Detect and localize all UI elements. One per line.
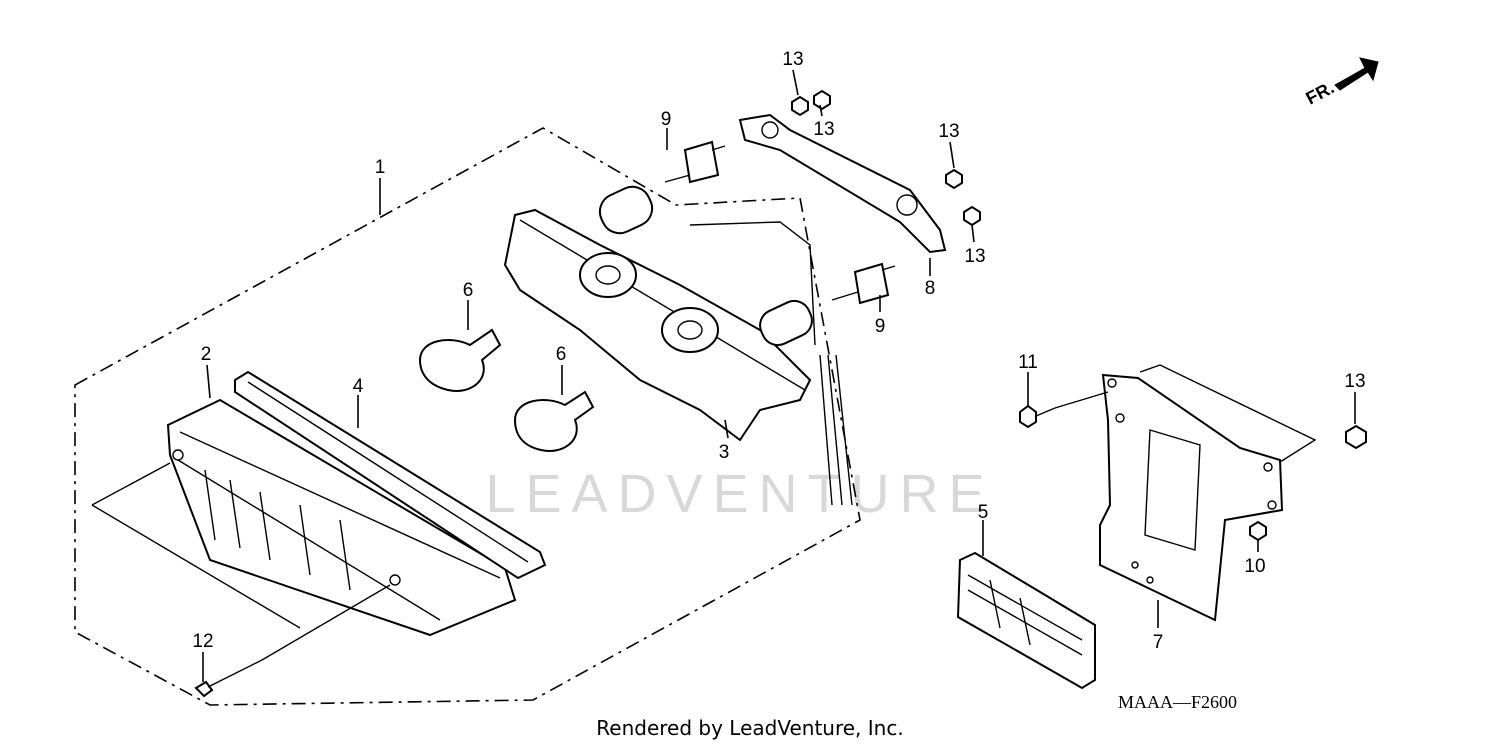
callout-5: 5: [978, 502, 989, 523]
nut-13-top-b[interactable]: [813, 89, 831, 111]
nut-13-right-a[interactable]: [945, 168, 963, 190]
license-bracket-part[interactable]: [1099, 373, 1284, 622]
base-part[interactable]: [503, 181, 853, 506]
callout-1: 1: [375, 157, 386, 178]
callout-3: 3: [719, 442, 730, 463]
callout-11: 11: [1018, 352, 1038, 373]
callout-2: 2: [201, 344, 212, 365]
leader-lines: [91, 69, 1356, 682]
nut-13-top-a[interactable]: [791, 95, 809, 117]
callout-12: 12: [192, 631, 213, 652]
stay-part[interactable]: [738, 113, 947, 254]
front-label: FR.: [1302, 77, 1337, 108]
screw-12[interactable]: [194, 659, 263, 698]
callout-9a: 9: [661, 109, 672, 130]
nut-13-right-b[interactable]: [963, 205, 981, 227]
grommet-b[interactable]: [831, 262, 896, 305]
diagram-code: MAAA—F2600: [1118, 692, 1237, 712]
render-credit: Rendered by LeadVenture, Inc.: [596, 716, 904, 740]
callout-13b: 13: [813, 119, 834, 140]
callout-labels: 1 2 4 3 5 6 6 7 8 9 9 10 11 12 13 13 13 …: [192, 49, 1365, 653]
bolt-11[interactable]: [1019, 404, 1056, 429]
front-direction-arrow: FR.: [1302, 57, 1379, 109]
callout-13c: 13: [938, 121, 959, 142]
seal-part[interactable]: [234, 370, 547, 580]
callout-10: 10: [1244, 556, 1265, 577]
callout-7: 7: [1153, 632, 1164, 653]
callout-13a: 13: [782, 49, 803, 70]
lens-part[interactable]: [166, 398, 517, 637]
callout-4: 4: [353, 376, 364, 397]
callout-8: 8: [925, 278, 936, 299]
watermark: LEADVENTURE: [485, 464, 994, 524]
callout-9b: 9: [875, 316, 886, 337]
assembly-boundary: [74, 127, 861, 706]
callout-6b: 6: [556, 344, 567, 365]
bulb-a[interactable]: [418, 328, 502, 392]
bulb-b[interactable]: [513, 390, 595, 452]
callout-13d: 13: [964, 246, 985, 267]
reflector-part[interactable]: [956, 551, 1096, 690]
nut-10[interactable]: [1249, 520, 1267, 542]
grommet-a[interactable]: [664, 140, 726, 184]
nut-13-bracket[interactable]: [1345, 424, 1367, 450]
callout-13e: 13: [1344, 371, 1365, 392]
callout-6a: 6: [463, 280, 474, 301]
